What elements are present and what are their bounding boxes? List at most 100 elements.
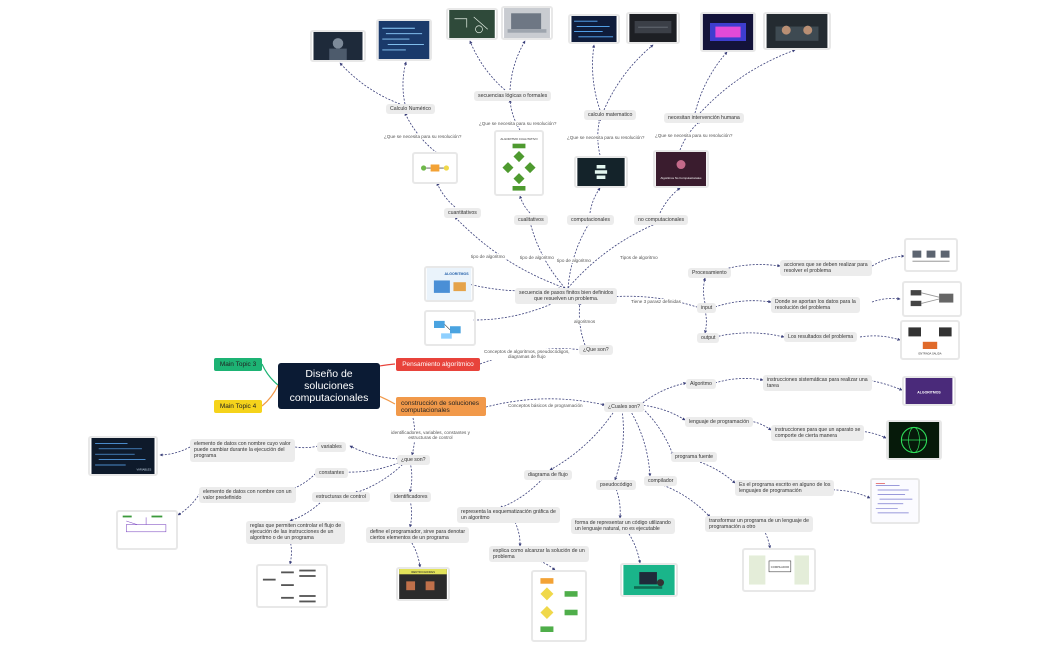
connector (659, 187, 681, 214)
connector (714, 332, 785, 338)
thumb-screen-code-image (568, 14, 620, 44)
node-forma-representar[interactable]: forma de representar un código utilizand… (571, 518, 675, 535)
node-reglas[interactable]: reglas que permiten controlar el flujo d… (246, 521, 346, 544)
connector (702, 277, 706, 304)
thumb-identificadores-caption: IDENTIFICADORES (411, 570, 435, 574)
thumb-blocks-illustration (424, 310, 476, 346)
edge-label-tiene-3: Tiene 3 parasz definidas (630, 299, 682, 305)
node-input[interactable]: input (697, 303, 717, 314)
connector (402, 61, 407, 105)
node-instrucciones-sistematicas[interactable]: instrucciones sistemáticas para realizar… (763, 375, 872, 392)
node-constantes[interactable]: constantes (315, 468, 349, 479)
connector (850, 430, 887, 439)
connector (508, 99, 521, 131)
node-pseudocodigo[interactable]: pseudocódigo (596, 480, 637, 491)
edge-label-resolucion-4: ¿Que se necesita para su resolución? (654, 133, 734, 139)
main-topic-4[interactable]: Main Topic 4 (214, 400, 262, 413)
thumb-pseudocode-image (620, 563, 678, 597)
thumb-qualitative-flowchart: ALGORITMO CUALITATIVO (494, 130, 544, 196)
connector (529, 221, 566, 289)
connector (159, 446, 191, 457)
thumb-output-devices: ENTRADA SALIDA (900, 320, 960, 360)
thumb-processing-icons (904, 238, 958, 272)
node-secuencias-logicas[interactable]: secuencias lógicas o formales (474, 91, 552, 102)
node-diagrama-flujo[interactable]: diagrama de flujo (524, 470, 572, 481)
edge-label-identificadores: identificadores, variables, constantes y… (390, 430, 471, 441)
node-transformar[interactable]: transformar un programa de un lenguaje d… (705, 516, 814, 533)
edge-label-algoritmos: algoritmos (573, 319, 597, 325)
node-explica[interactable]: explica como alcanzar la solución de un … (489, 546, 589, 563)
node-cuantitativos[interactable]: cuantitativos (444, 208, 481, 219)
node-instrucciones-aparato[interactable]: instrucciones para que un aparato se com… (771, 425, 865, 442)
node-lenguaje-programacion[interactable]: lenguaje de programación (685, 417, 753, 428)
connector (714, 264, 781, 273)
thumb-variables-caption: VARIABLES (137, 467, 152, 471)
connector (454, 216, 566, 289)
node-programa-fuente[interactable]: programa fuente (671, 452, 718, 463)
thumb-algoritmos-caption-2: ALGORITMOS (917, 391, 941, 395)
thumb-no-computational-image: Algoritmos No Computacionales (653, 150, 709, 188)
node-define[interactable]: define el programador, sirve para denota… (366, 527, 470, 544)
node-compilador[interactable]: compilador (644, 476, 678, 487)
connector (499, 475, 546, 509)
node-resultados[interactable]: Los resultados del problema (784, 332, 858, 343)
connector (624, 527, 642, 564)
central-topic[interactable]: Diseño de soluciones computacionales (278, 363, 380, 409)
edge-label-tipo-2: tipo de algoritmo (519, 255, 555, 261)
connector (639, 404, 686, 421)
connector (177, 492, 201, 516)
node-constantes-def[interactable]: elemento de datos con nombre con un valo… (199, 487, 296, 504)
thumb-control-structures (256, 564, 328, 608)
connector (567, 221, 591, 289)
connector (639, 405, 674, 456)
connector (749, 420, 772, 431)
node-cualitativos[interactable]: cualitativos (514, 215, 548, 226)
node-secuencia-pasos[interactable]: secuencia de pasos finitos bien definido… (515, 288, 618, 305)
thumb-variables-image: VARIABLES (88, 436, 158, 476)
node-intervencion-humana[interactable]: necesitan intervención humana (664, 113, 744, 124)
thumb-flowchart-image (531, 570, 587, 642)
node-calculo-matematico[interactable]: calculo matematico (584, 110, 637, 121)
pensamiento-algoritmico-topic[interactable]: Pensamiento algorítmico (396, 358, 480, 371)
node-cuales-son[interactable]: ¿Cuales son? (604, 402, 645, 413)
connector (514, 521, 522, 547)
node-aporta-datos[interactable]: Donde se aportan los datos para la resol… (771, 297, 860, 314)
connector (629, 409, 652, 477)
thumb-constants-diagram (116, 510, 178, 550)
connector (436, 182, 456, 208)
node-algoritmo[interactable]: Algoritmo (686, 379, 716, 390)
thumb-no-comp-caption: Algoritmos No Computacionales (661, 176, 702, 180)
node-estructuras-control[interactable]: estructuras de control (312, 492, 370, 503)
edge-label-tipo-1: tipo de algoritmo (470, 254, 506, 260)
connector (354, 461, 406, 494)
node-calculo-numerico[interactable]: Calculo Numérico (386, 104, 435, 115)
connector (699, 49, 796, 114)
connector (485, 398, 606, 408)
connector (603, 44, 654, 111)
connector (409, 539, 422, 568)
connector (469, 40, 506, 91)
node-no-computacionales[interactable]: no computacionales (634, 215, 689, 226)
node-que-son-1[interactable]: ¿Que son? (579, 345, 613, 356)
node-procesamiento[interactable]: Procesamiento (688, 268, 731, 279)
thumb-compilador-caption: COMPILADOR (771, 565, 789, 569)
node-representa[interactable]: representa la esquematización gráfica de… (457, 507, 560, 524)
connector (714, 300, 772, 308)
node-variables[interactable]: variables (317, 442, 346, 453)
connector (289, 539, 293, 565)
node-computacionales[interactable]: computacionales (567, 215, 614, 226)
node-acciones[interactable]: acciones que se deben realizar para reso… (780, 260, 872, 277)
thumb-algoritmos-purple: ALGORITMOS (902, 376, 956, 406)
thumb-computational-image (574, 156, 628, 188)
connector (694, 51, 728, 114)
node-escrito[interactable]: Es el programa escrito en alguno de los … (735, 480, 835, 497)
construccion-soluciones-topic[interactable]: construcción de soluciones computacional… (396, 397, 486, 416)
node-output[interactable]: output (697, 333, 720, 344)
thumb-flow-title: ALGORITMO CUALITATIVO (500, 137, 538, 141)
node-variables-def[interactable]: elemento de datos con nombre cuyo valor … (190, 439, 295, 462)
node-que-son-2[interactable]: ¿que son? (397, 455, 430, 466)
thumb-neon-image (700, 12, 756, 52)
main-topic-3[interactable]: Main Topic 3 (214, 358, 262, 371)
connector (409, 461, 413, 493)
node-identificadores[interactable]: identificadores (390, 492, 432, 503)
